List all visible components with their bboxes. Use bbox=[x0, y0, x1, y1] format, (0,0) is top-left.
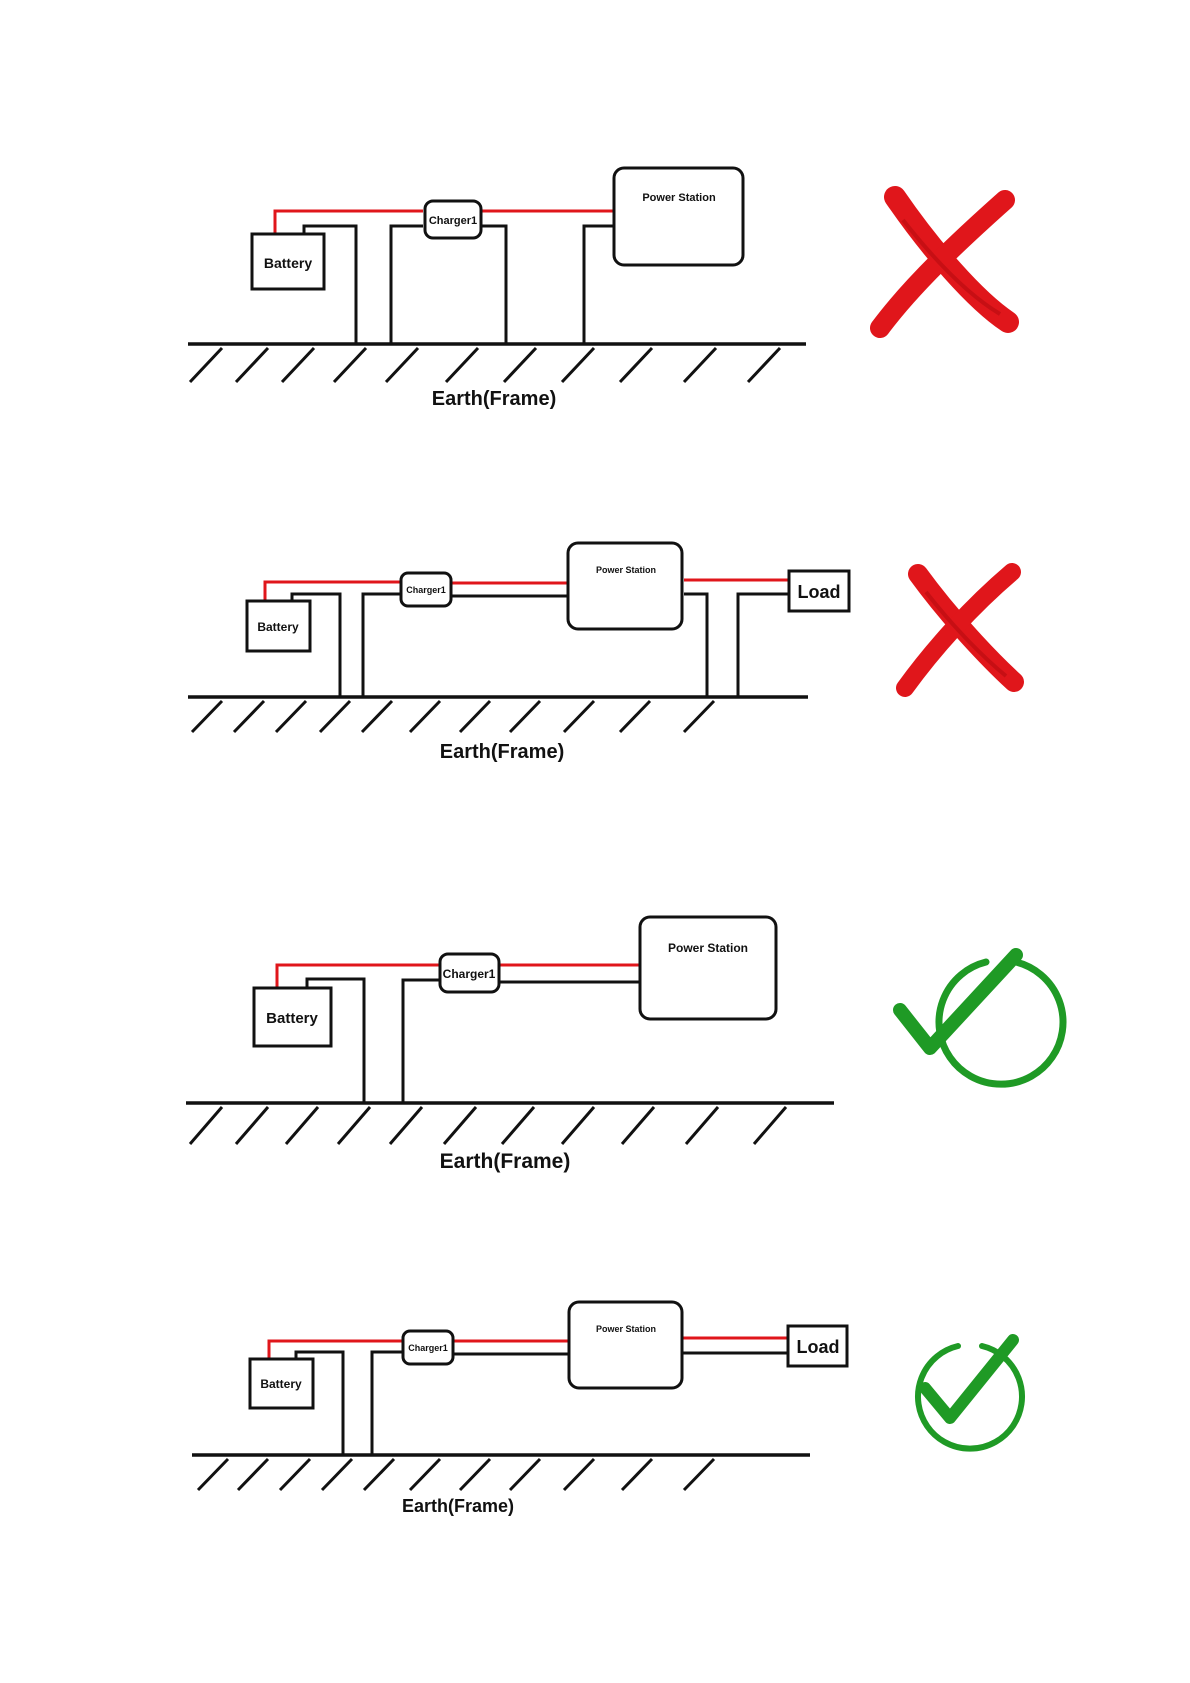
battery-label: Battery bbox=[260, 1377, 302, 1391]
charger-box bbox=[401, 1329, 455, 1366]
battery-negative-ground-wire bbox=[302, 224, 358, 344]
power-station-label: Power Station bbox=[668, 941, 748, 955]
battery-positive-wire bbox=[273, 209, 423, 234]
battery-box bbox=[252, 986, 333, 1048]
earth-frame-label: Earth(Frame) bbox=[440, 1150, 571, 1173]
power-station-label: Power Station bbox=[596, 1324, 656, 1334]
ground-hatching bbox=[196, 1457, 716, 1492]
charger-label: Charger1 bbox=[429, 215, 477, 227]
charger-box bbox=[399, 571, 453, 608]
charger-box bbox=[438, 952, 501, 994]
green-check-icon bbox=[915, 1334, 1025, 1452]
charger-input-ground-wire bbox=[389, 224, 423, 344]
green-check-icon bbox=[893, 948, 1067, 1088]
charger-label: Charger1 bbox=[406, 585, 446, 595]
power-station-box bbox=[566, 541, 684, 631]
charger-label: Charger1 bbox=[443, 967, 496, 981]
battery-positive-wire bbox=[275, 963, 439, 988]
charger-box bbox=[423, 199, 483, 240]
battery-positive-wire bbox=[263, 580, 400, 601]
load-negative-ground-wire bbox=[736, 592, 788, 697]
load-box bbox=[786, 1324, 849, 1368]
diagram-2: Battery Charger1 Power Station Load Eart… bbox=[188, 541, 1024, 763]
load-box bbox=[787, 569, 851, 613]
battery-box bbox=[245, 599, 312, 653]
red-cross-icon bbox=[896, 563, 1024, 697]
ground-hatching bbox=[188, 1106, 788, 1145]
ground-hatching bbox=[188, 346, 782, 384]
battery-positive-wire bbox=[267, 1339, 402, 1359]
power-station-box bbox=[567, 1300, 684, 1390]
charger-ground-wire bbox=[401, 978, 439, 1103]
power-station-box bbox=[612, 166, 745, 267]
battery-box bbox=[250, 232, 326, 291]
power-station-label: Power Station bbox=[642, 192, 716, 204]
earth-frame-label: Earth(Frame) bbox=[440, 741, 564, 763]
earth-frame-label: Earth(Frame) bbox=[402, 1496, 514, 1516]
power-station-label: Power Station bbox=[596, 565, 656, 575]
battery-label: Battery bbox=[264, 255, 312, 271]
ground-hatching bbox=[190, 699, 716, 734]
charger-output-ground-wire bbox=[482, 224, 508, 344]
charger-ground-wire bbox=[370, 1350, 402, 1455]
station-negative-ground-wire bbox=[684, 592, 709, 697]
battery-label: Battery bbox=[266, 1010, 318, 1027]
diagram-3: Battery Charger1 Power Station Earth(Fra… bbox=[186, 915, 1067, 1173]
charger-label: Charger1 bbox=[408, 1343, 448, 1353]
battery-negative-ground-wire bbox=[305, 977, 366, 1103]
load-label: Load bbox=[798, 582, 841, 602]
battery-negative-ground-wire bbox=[290, 592, 342, 697]
station-negative-ground-wire bbox=[582, 224, 614, 344]
diagram-4: Battery Charger1 Power Station Load Eart… bbox=[192, 1300, 1025, 1516]
battery-label: Battery bbox=[257, 620, 299, 634]
battery-box bbox=[248, 1357, 315, 1410]
power-station-box bbox=[638, 915, 778, 1021]
load-label: Load bbox=[797, 1337, 840, 1357]
battery-negative-ground-wire bbox=[294, 1350, 345, 1455]
earth-frame-label: Earth(Frame) bbox=[432, 388, 556, 410]
charger-ground-wire bbox=[361, 592, 400, 697]
red-cross-icon bbox=[870, 186, 1019, 338]
diagram-1: Battery Charger1 Power Station Earth(Fra… bbox=[188, 166, 1019, 410]
